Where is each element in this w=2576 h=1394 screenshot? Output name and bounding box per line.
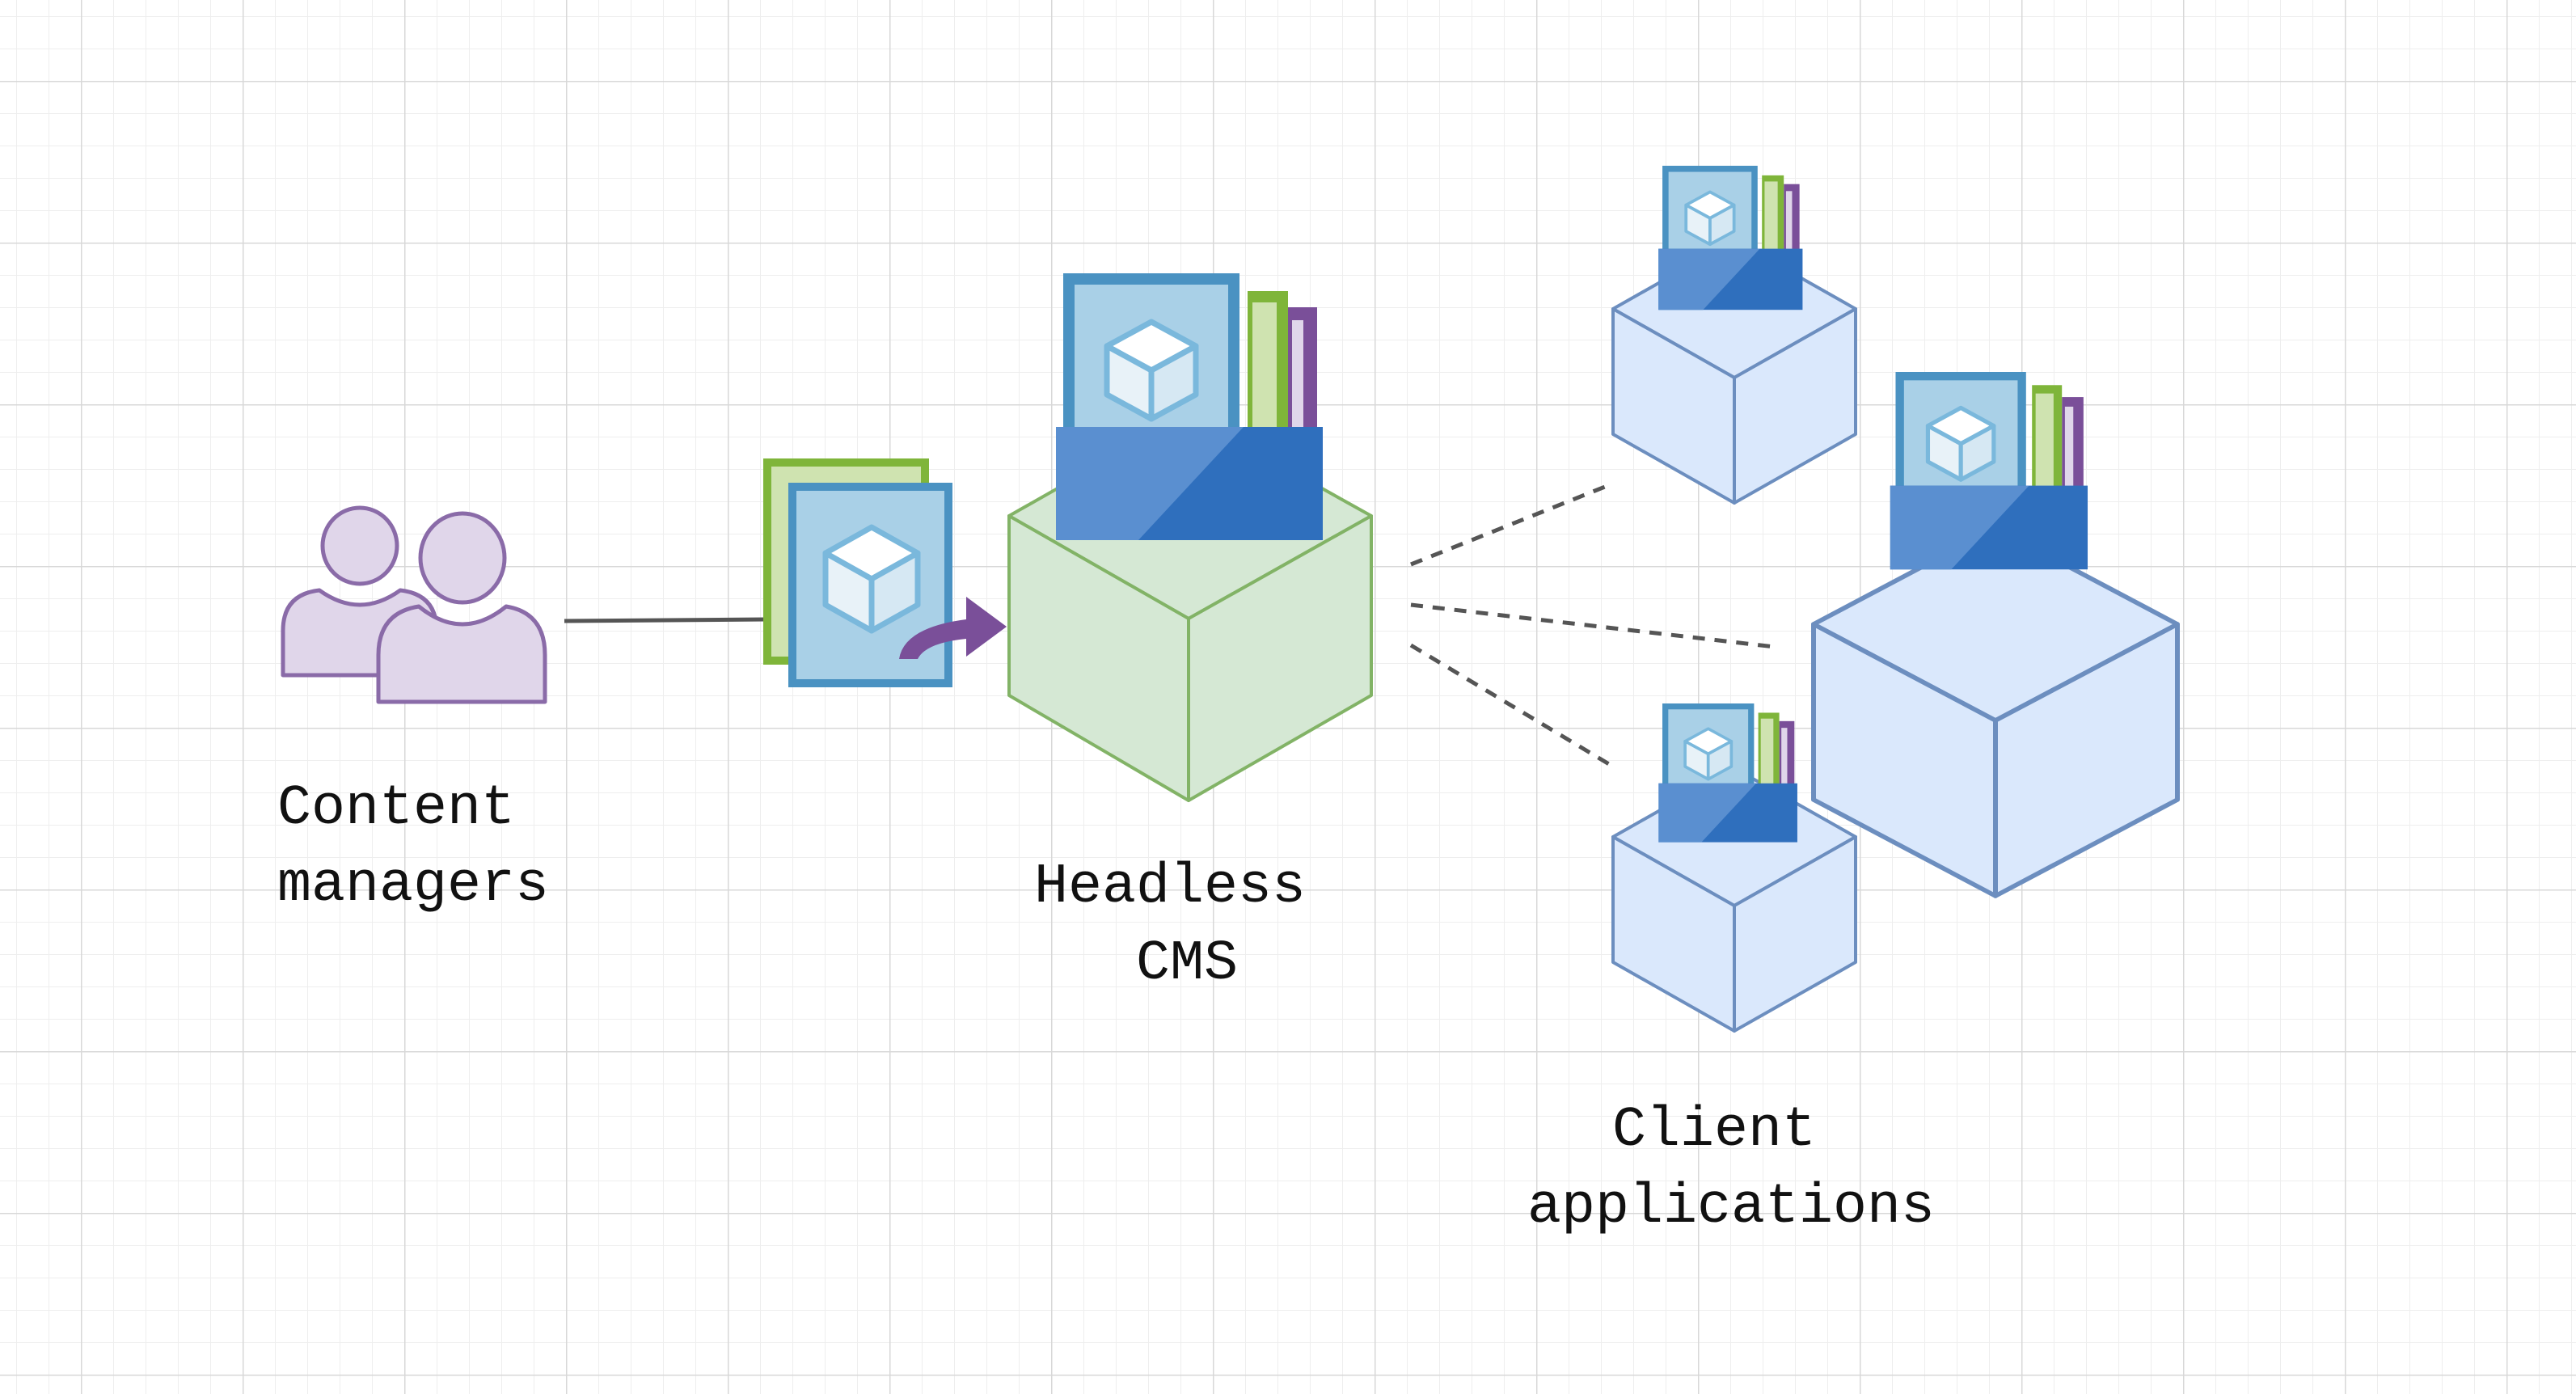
users-icon bbox=[281, 505, 547, 704]
cms-to-client-right-connector bbox=[1410, 602, 1776, 649]
headless-cms-label: Headless CMS bbox=[1034, 855, 1340, 996]
client-large-content-stack-icon bbox=[1890, 376, 2088, 569]
client-bottom-content-stack-icon bbox=[1658, 707, 1797, 843]
content-managers-label: Content managers bbox=[277, 777, 549, 918]
client-applications-label: Client applications bbox=[1527, 1099, 1935, 1240]
cms-content-stack-icon bbox=[1056, 279, 1323, 540]
client-top-content-stack-icon bbox=[1658, 169, 1802, 310]
publish-arrow-icon bbox=[899, 597, 1007, 659]
cms-to-client-bottom-connector bbox=[1409, 643, 1611, 767]
users-to-document-connector bbox=[564, 617, 767, 623]
content-document-icon bbox=[763, 458, 952, 687]
